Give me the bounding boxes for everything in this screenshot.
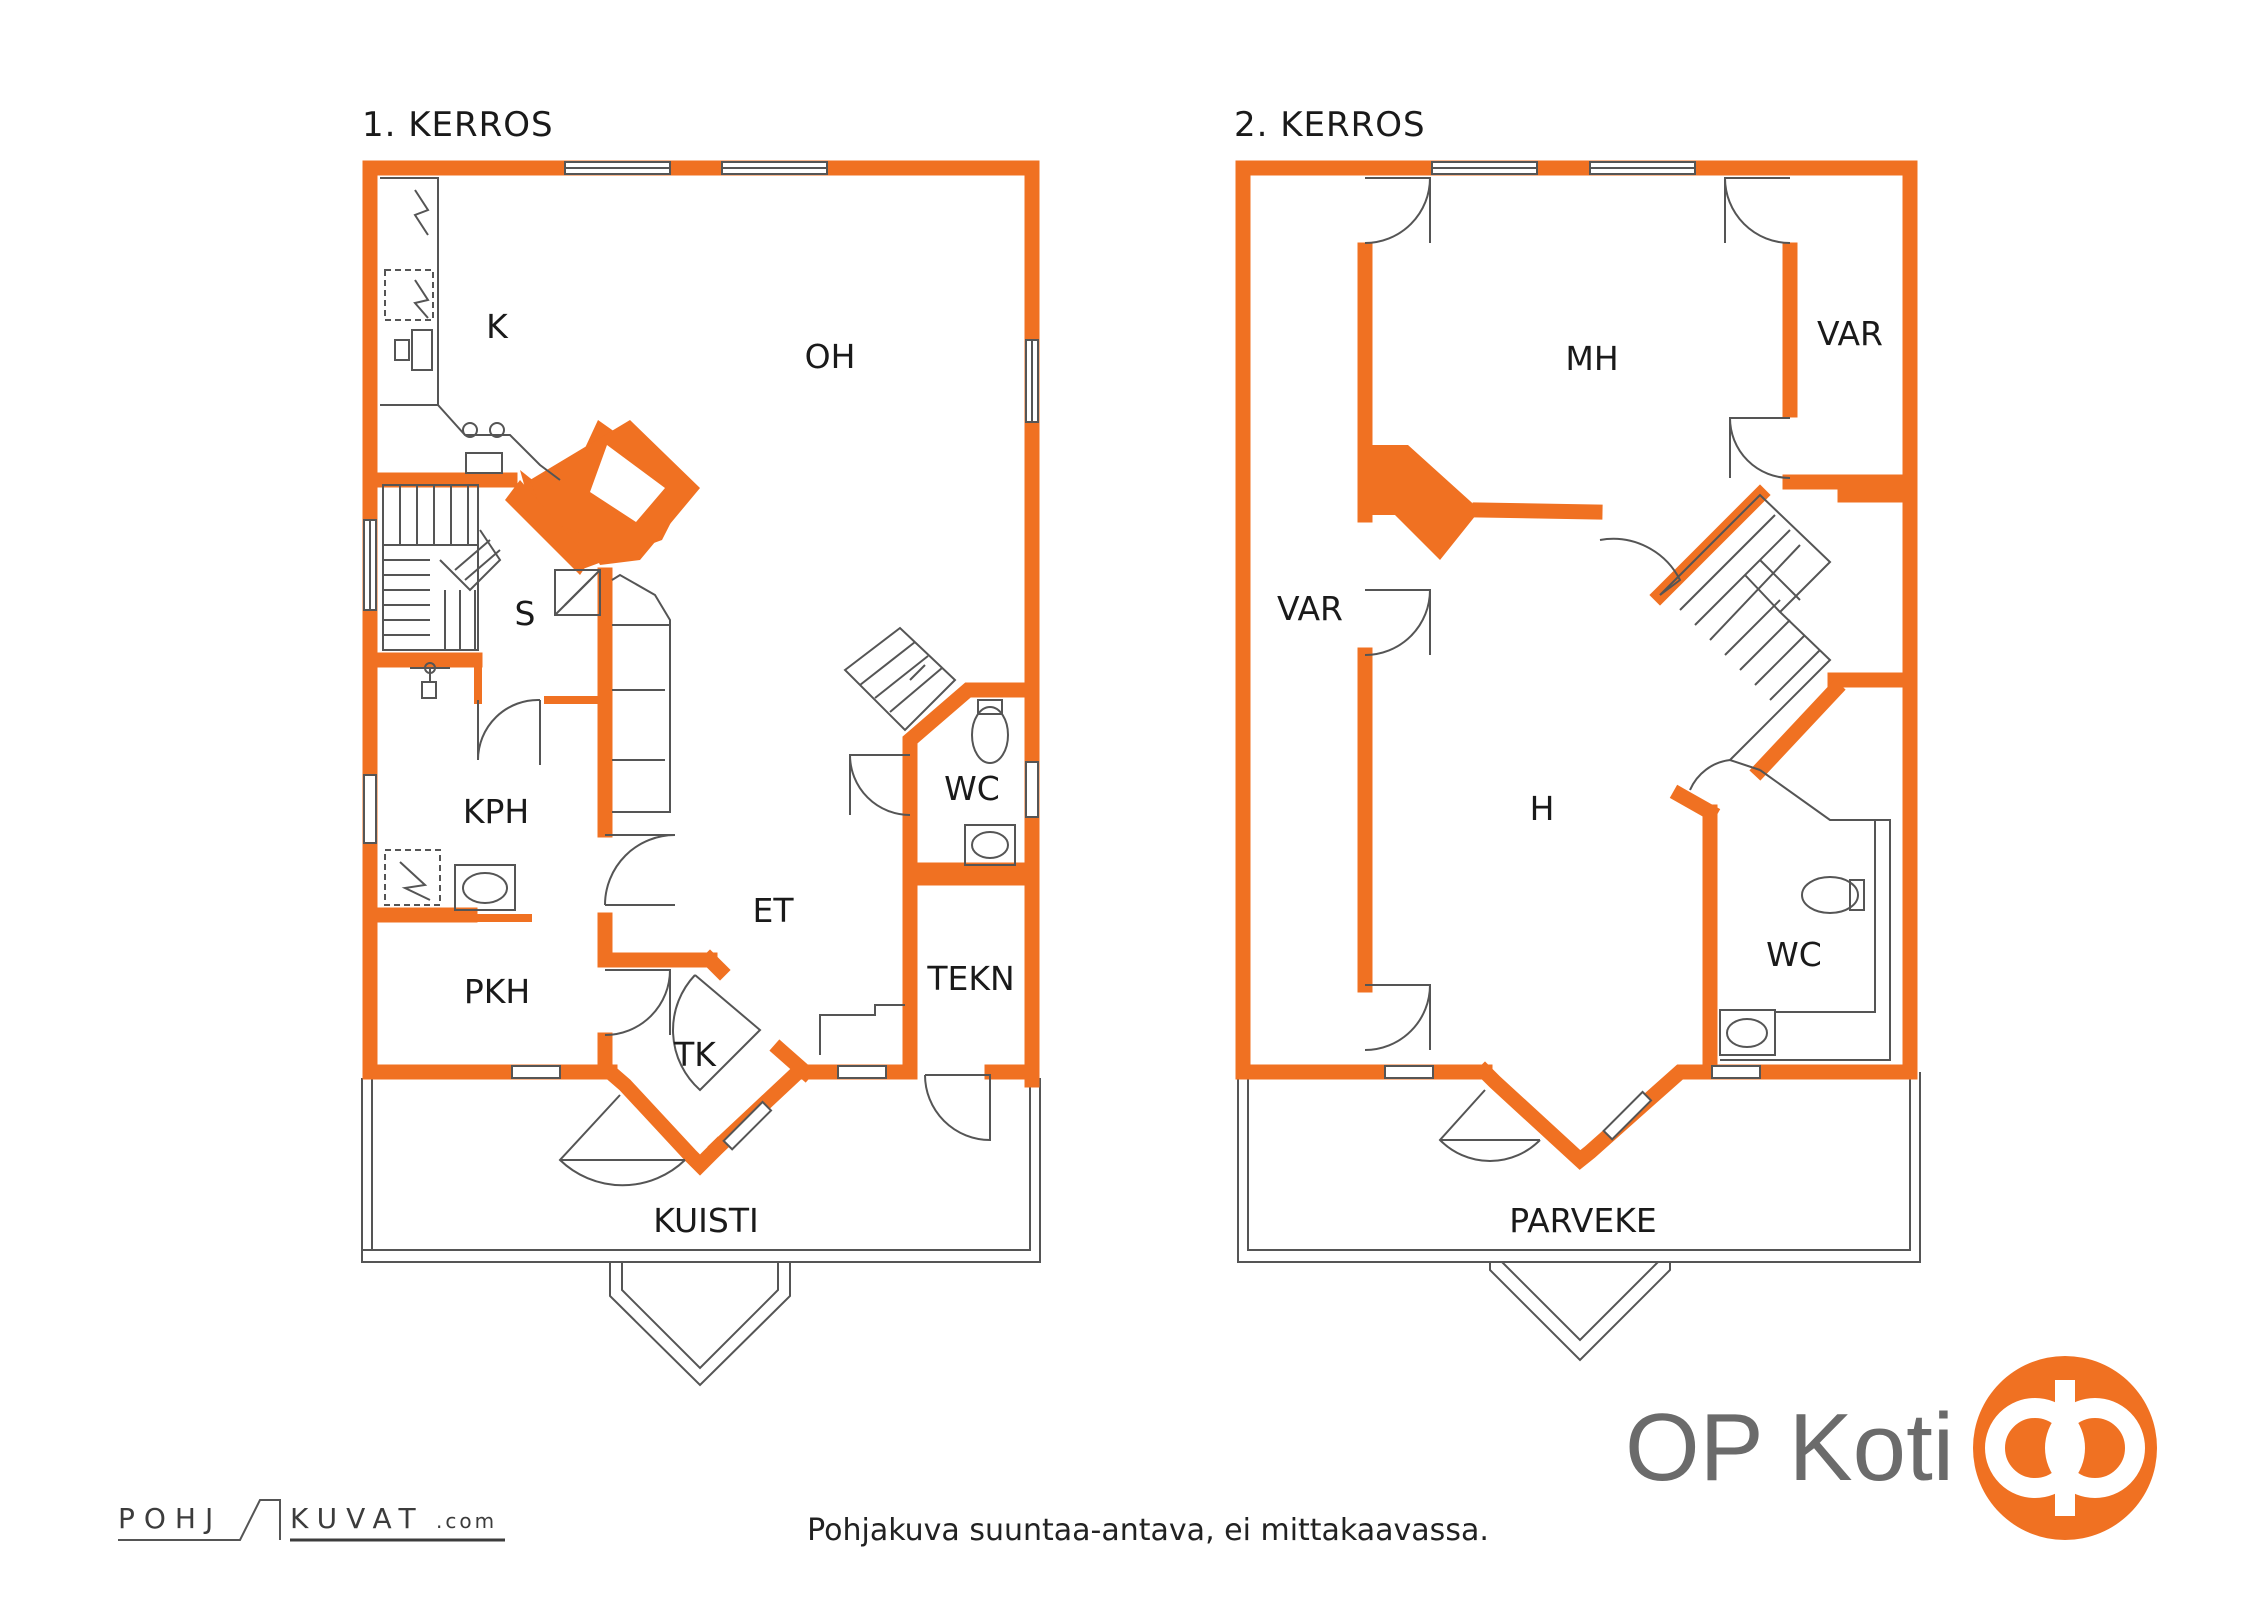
floor-1-plan: 1. KERROS xyxy=(361,105,1041,1387)
kitchen-counter xyxy=(380,177,561,481)
op-logo-icon xyxy=(1973,1356,2157,1540)
room-label-kuisti: KUISTI xyxy=(653,1201,758,1240)
hall-wardrobe xyxy=(611,573,671,813)
room-label-parveke: PARVEKE xyxy=(1509,1201,1656,1240)
room-label-kph: KPH xyxy=(463,792,529,831)
room-label-tk: TK xyxy=(673,1035,717,1074)
floor-1-doors xyxy=(477,698,991,1187)
chimney-floor-2 xyxy=(1365,445,1480,560)
floor-2-staircase xyxy=(1659,493,1832,761)
floor-2-interior-walls xyxy=(1357,242,1918,1080)
room-label-wc-1: WC xyxy=(944,769,1000,808)
wc-1-fixtures xyxy=(964,699,1016,866)
room-label-var-right: VAR xyxy=(1817,314,1883,353)
floor-2-windows xyxy=(1384,161,1761,1141)
credit-left: POHJ xyxy=(118,1502,222,1535)
room-label-mh: MH xyxy=(1565,339,1618,378)
floor-1-entry-stairs xyxy=(843,626,957,732)
room-label-pkh: PKH xyxy=(464,972,530,1011)
room-label-h: H xyxy=(1530,789,1555,828)
kph-fixtures xyxy=(384,662,516,911)
floor-1-interior-walls xyxy=(362,472,1040,1080)
op-koti-logo: OP Koti xyxy=(1625,1356,2157,1540)
porch-outline xyxy=(361,1078,1041,1387)
et-counter xyxy=(819,1004,905,1055)
balcony-outline xyxy=(1237,1072,1921,1362)
floor-2-exterior-walls xyxy=(1235,160,1918,1080)
floor-2-bay xyxy=(1474,1061,1713,1170)
credit-suffix: .com xyxy=(436,1509,497,1533)
floor-2-plan: 2. KERROS xyxy=(1234,105,1921,1362)
room-label-tekn: TEKN xyxy=(926,959,1014,998)
floor-1-windows xyxy=(363,161,1039,1151)
room-label-et: ET xyxy=(752,891,794,930)
floor-1-exterior-walls xyxy=(362,160,1040,1088)
floor-2-doors xyxy=(1364,177,1791,1163)
room-label-wc-2: WC xyxy=(1766,935,1822,974)
floor-1-staircase xyxy=(382,484,502,651)
credit-right: KUVAT xyxy=(290,1502,425,1535)
room-label-k: K xyxy=(486,307,509,346)
room-label-var-left: VAR xyxy=(1277,589,1343,628)
sauna-stove-icon xyxy=(554,569,601,616)
pohjakuvat-logo: POHJ KUVAT .com xyxy=(118,1499,505,1542)
floor-2-heading: 2. KERROS xyxy=(1234,105,1426,145)
wc-2-fixtures xyxy=(1719,769,1891,1061)
room-label-oh: OH xyxy=(805,337,856,376)
room-label-s: S xyxy=(515,594,536,633)
brand-name: OP Koti xyxy=(1625,1394,1954,1501)
floor-1-heading: 1. KERROS xyxy=(362,105,554,145)
disclaimer-note: Pohjakuva suuntaa-antava, ei mittakaavas… xyxy=(807,1513,1489,1548)
